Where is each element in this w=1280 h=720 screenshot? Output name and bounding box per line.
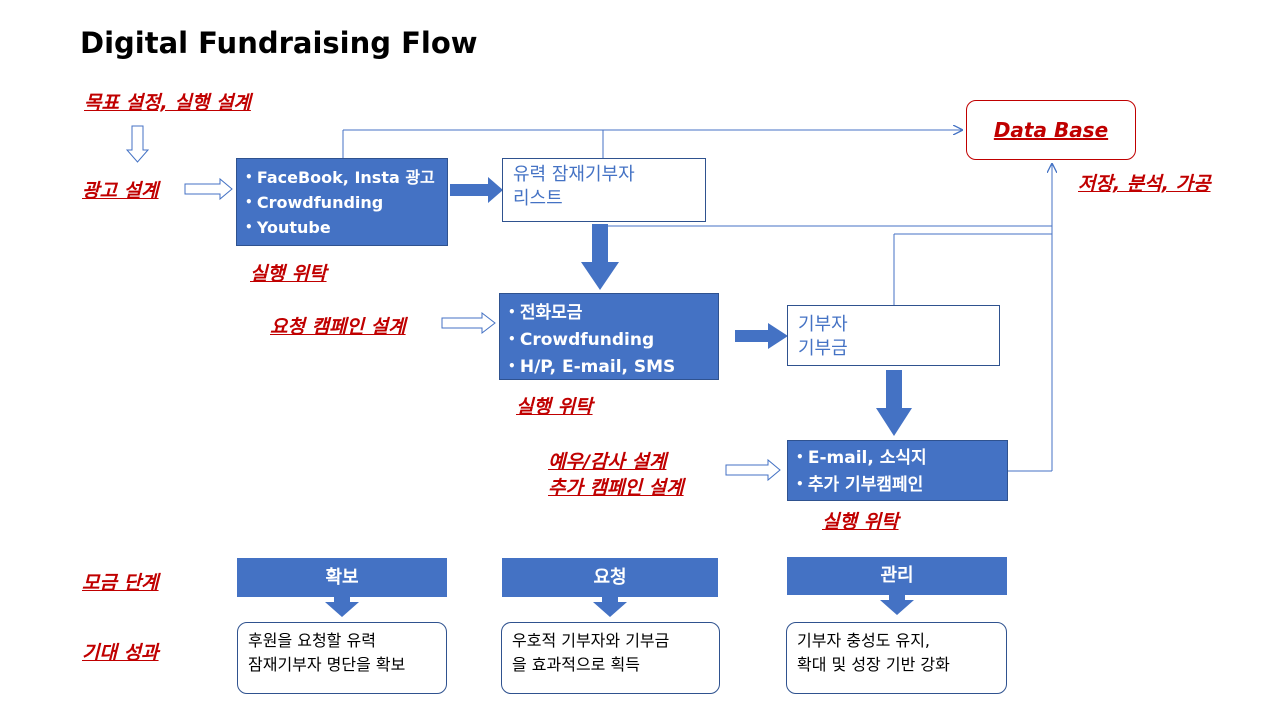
thick-arrow-solicitation-to-donors [735,323,788,349]
stage-request: 요청 [502,558,718,597]
donor-line: 기부금 [798,338,848,359]
stewardship-item: E-mail, 소식지 [796,444,1007,471]
outcome-row-label: 기대 성과 [82,642,159,664]
database-node: Data Base [966,100,1136,160]
goal-setting-label: 목표 설정, 실행 설계 [84,92,251,114]
outcome-acquire: 후원을 요청할 유력 잠재기부자 명단을 확보 [237,622,447,694]
page-title: Digital Fundraising Flow [80,26,478,60]
ads-item: FaceBook, Insta 광고 [245,165,447,190]
prospect-list-box: 유력 잠재기부자 리스트 [502,158,706,222]
stage-arrow-request [593,597,627,617]
outcome-line: 우호적 기부자와 기부금 [512,631,670,650]
outcome-line: 을 효과적으로 획득 [512,655,640,674]
prospect-line: 리스트 [513,188,563,209]
thick-arrow-ads-to-prospects [450,177,503,203]
ad-design-label: 광고 설계 [82,180,159,202]
outcome-line: 기부자 충성도 유지, [797,631,931,650]
stewardship-item: 추가 기부캠페인 [796,471,1007,498]
outcome-line: 잠재기부자 명단을 확보 [248,655,406,674]
storage-label: 저장, 분석, 가공 [1078,173,1211,195]
stage-arrow-manage [880,595,914,615]
courtesy-label-line2: 추가 캠페인 설계 [548,477,684,499]
outcome-line: 확대 및 성장 기반 강화 [797,655,950,674]
outcome-request: 우호적 기부자와 기부금 을 효과적으로 획득 [501,622,720,694]
stewardship-box: E-mail, 소식지 추가 기부캠페인 [787,440,1008,501]
database-connector-lines [342,130,1052,472]
solicitation-item: Crowdfunding [508,326,718,353]
stage-acquire: 확보 [237,558,447,597]
hollow-right-arrow-ad [184,177,233,201]
exec-label-ads: 실행 위탁 [250,263,327,285]
hollow-down-arrow [125,125,150,163]
stage-row-label: 모금 단계 [82,572,159,594]
hollow-right-arrow-courtesy [725,458,781,482]
solicitation-item: 전화모금 [508,299,718,326]
stage-arrow-acquire [325,597,359,617]
database-label: Data Base [993,118,1109,142]
ads-channel-box: FaceBook, Insta 광고 Crowdfunding Youtube [236,158,448,246]
donor-box: 기부자 기부금 [787,305,1000,366]
thick-arrow-donors-to-stewardship [876,370,912,436]
outcome-line: 후원을 요청할 유력 [248,631,376,650]
donor-line: 기부자 [798,314,848,335]
ads-item: Youtube [245,215,447,240]
solicitation-item: H/P, E-mail, SMS [508,353,718,380]
prospect-line: 유력 잠재기부자 [513,164,635,185]
hollow-right-arrow-request [441,311,496,335]
request-campaign-label: 요청 캠페인 설계 [270,316,406,338]
exec-label-solicitation: 실행 위탁 [516,396,593,418]
stage-manage: 관리 [787,557,1007,595]
outcome-manage: 기부자 충성도 유지, 확대 및 성장 기반 강화 [786,622,1007,694]
solicitation-channel-box: 전화모금 Crowdfunding H/P, E-mail, SMS [499,293,719,380]
ads-item: Crowdfunding [245,190,447,215]
thick-arrow-prospects-to-solicitation [581,224,619,290]
courtesy-label-line1: 예우/감사 설계 [548,451,667,473]
exec-label-stewardship: 실행 위탁 [822,511,899,533]
